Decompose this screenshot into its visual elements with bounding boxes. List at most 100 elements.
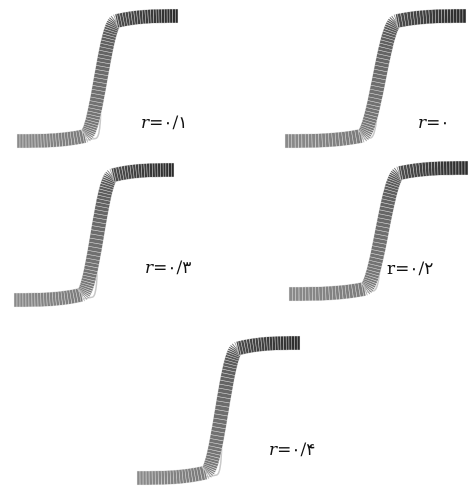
ribbon-segment xyxy=(101,178,116,186)
ribbon-segment xyxy=(103,26,119,34)
ribbon-segment xyxy=(311,286,317,302)
ribbon-segment xyxy=(158,8,163,24)
label-r-0-4: r=۰/۴ xyxy=(269,440,316,460)
s-curve-r-0 xyxy=(284,8,467,149)
ribbon-segment xyxy=(28,292,33,308)
ribbon-segment xyxy=(142,470,147,486)
s-curve-r-0-1 xyxy=(16,8,179,149)
ribbon-segment xyxy=(151,470,156,486)
ribbon-segment xyxy=(296,335,301,351)
ribbon-segment xyxy=(383,25,398,34)
ribbon-segment xyxy=(19,292,24,308)
ribbon-segment xyxy=(294,335,298,351)
ribbon-segment xyxy=(19,133,24,149)
ribbon-segment xyxy=(172,8,176,24)
s-curve-r-0-2 xyxy=(288,160,469,302)
ribbon-segment xyxy=(154,162,159,178)
ribbon-segment xyxy=(148,470,153,486)
ribbon-segment xyxy=(455,160,460,176)
ribbon-segment xyxy=(298,133,303,149)
ribbon-segment xyxy=(288,335,293,351)
label-r-0-3: r=۰/۳ xyxy=(145,258,192,278)
ribbon-segment xyxy=(459,8,464,24)
ribbon-segment xyxy=(294,133,299,149)
ribbon-segment xyxy=(298,286,303,302)
ribbon-segment xyxy=(165,162,169,178)
ribbon-segment xyxy=(168,162,172,178)
ribbon-segment xyxy=(456,8,461,24)
ribbon-segment xyxy=(25,292,30,308)
ribbon-segment xyxy=(308,286,313,302)
ribbon-segment xyxy=(103,28,118,36)
ribbon-segment xyxy=(166,8,171,24)
ribbon-segment xyxy=(164,8,168,24)
ribbon-segment xyxy=(385,180,401,188)
ribbon-segment xyxy=(305,286,310,302)
ribbon-segment xyxy=(157,162,161,178)
panel-r-0-3: r=۰/۳ xyxy=(12,162,217,312)
ribbon-segment xyxy=(304,133,310,149)
ribbon-segment xyxy=(25,133,30,149)
ribbon-segment xyxy=(462,8,467,24)
ribbon-segment xyxy=(461,160,466,176)
ribbon-segment xyxy=(22,292,27,308)
ribbon-segment xyxy=(175,8,179,24)
ribbon-segment xyxy=(443,160,448,176)
ribbon-segment xyxy=(145,470,150,486)
ribbon-segment xyxy=(136,470,141,486)
ribbon-segment xyxy=(285,335,290,351)
s-curve-r-0-3 xyxy=(13,162,175,308)
ribbon-segment xyxy=(34,133,39,149)
ribbon-segment xyxy=(16,133,21,149)
ribbon-segment xyxy=(302,286,307,302)
ribbon-segment xyxy=(13,292,18,308)
ribbon-segment xyxy=(450,8,455,24)
ribbon-segment xyxy=(160,162,164,178)
ribbon-segment xyxy=(162,162,167,178)
ribbon-segment xyxy=(386,178,401,186)
ribbon-segment xyxy=(295,286,300,302)
ribbon-segment xyxy=(22,133,27,149)
ribbon-segment xyxy=(452,160,457,176)
ribbon-segment xyxy=(288,286,293,302)
ribbon-segment xyxy=(464,160,469,176)
s-curve-r-0-4 xyxy=(136,335,301,486)
ribbon-segment xyxy=(384,183,400,191)
ribbon-segment xyxy=(283,335,287,351)
ribbon-segment xyxy=(409,163,415,179)
ribbon-segment xyxy=(118,166,125,181)
ribbon-segment xyxy=(441,8,446,24)
ribbon-segment xyxy=(101,176,116,185)
ribbon-segment xyxy=(447,8,452,24)
ribbon-segment xyxy=(301,133,306,149)
ribbon-segment xyxy=(28,133,33,149)
panel-r-0-4: r=۰/۴ xyxy=(135,335,335,487)
ribbon-segment xyxy=(100,180,115,188)
ribbon-segment xyxy=(254,337,260,353)
label-r-0-1: r=۰/۱ xyxy=(141,113,188,133)
ribbon-segment xyxy=(291,133,296,149)
ribbon-segment xyxy=(277,336,282,351)
ribbon-segment xyxy=(381,30,397,39)
ribbon-segment xyxy=(161,8,165,24)
ribbon-segment xyxy=(291,335,295,351)
ribbon-segment xyxy=(99,183,115,191)
label-r-0: r=۰ xyxy=(418,113,450,133)
ribbon-segment xyxy=(458,160,463,176)
ribbon-segment xyxy=(31,133,36,149)
label-r-0-2: r=۰/۲ xyxy=(387,259,434,279)
ribbon-segment xyxy=(311,133,316,149)
ribbon-segment xyxy=(225,352,241,360)
ribbon-segment xyxy=(31,292,36,308)
ribbon-segment xyxy=(104,24,119,32)
panel-r-0-1: r=۰/۱ xyxy=(15,8,215,155)
panel-r-0: r=۰ xyxy=(283,8,473,155)
ribbon-segment xyxy=(280,335,284,351)
ribbon-segment xyxy=(154,470,159,486)
ribbon-segment xyxy=(453,8,458,24)
ribbon-segment xyxy=(308,133,313,149)
ribbon-segment xyxy=(284,133,289,149)
ribbon-segment xyxy=(139,470,144,486)
ribbon-segment xyxy=(449,160,454,176)
ribbon-segment xyxy=(292,286,296,302)
